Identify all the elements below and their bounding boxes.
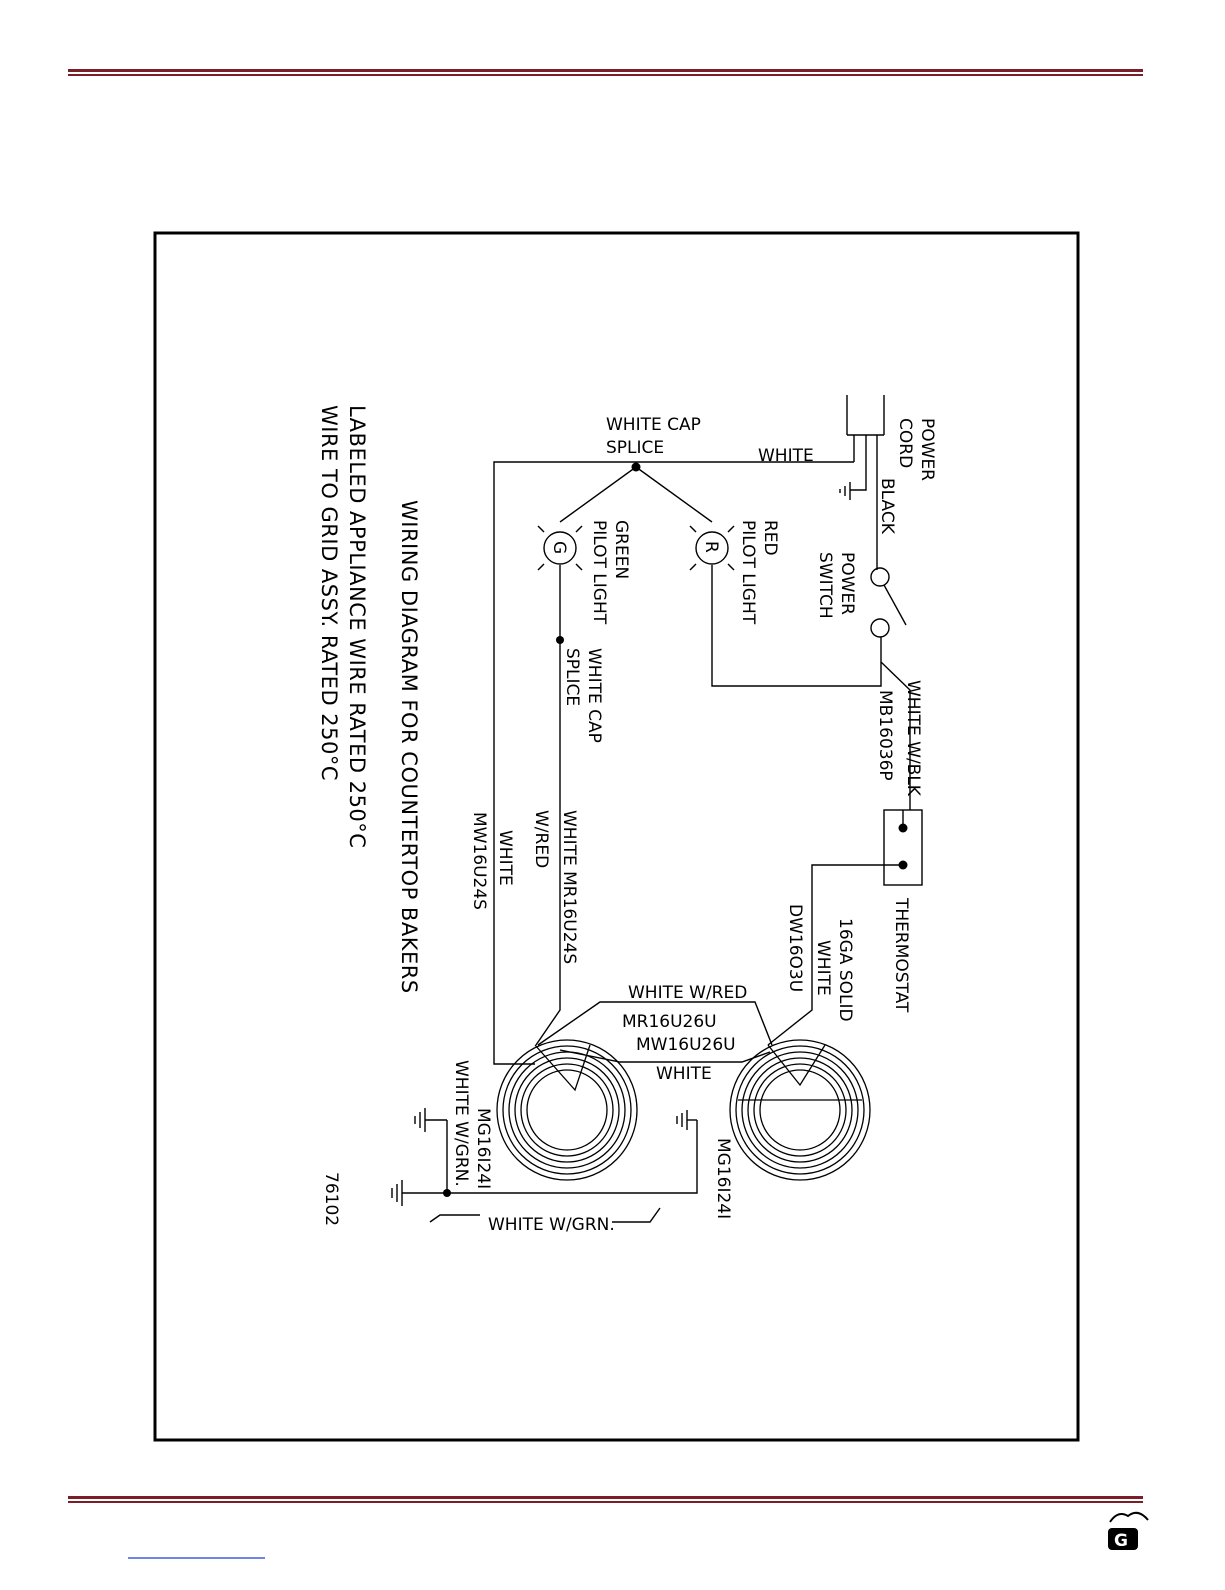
drawing-number: 76102 [321,1172,341,1226]
label-white-wblk: WHITE W/BLK [903,680,923,797]
switch-terminal-icon [870,618,890,638]
label-black: BLACK [877,478,897,535]
label-white-4: WHITE [495,830,515,886]
switch-terminal-icon [870,567,890,587]
red-pilot-light-icon: R [689,525,735,571]
diagram-title: WIRING DIAGRAM FOR COUNTERTOP BAKERS [397,500,421,994]
label-white-3: WHITE [813,940,833,996]
label-white-5: WHITE [656,1064,712,1084]
brand-logo-letter: G [1114,1531,1128,1551]
right-heating-coil-icon [729,1039,871,1181]
label-white-top: WHITE [758,446,814,466]
label-mg16i24i-2: MG16I24I [713,1138,733,1219]
label-red-2: PILOT LIGHT [738,520,758,625]
brand-logo-icon: G [1108,1511,1149,1551]
green-pilot-mark: G [549,541,569,554]
label-green-2: PILOT LIGHT [589,520,609,625]
red-pilot-mark: R [701,541,721,553]
diagram-note-1: LABELED APPLIANCE WIRE RATED 250°C [345,405,369,848]
label-mr16u26u: MR16U26U [622,1012,717,1032]
label-mw16u24s: MW16U24S [469,812,489,910]
label-16ga-solid: 16GA SOLID [835,918,855,1022]
label-green-1: GREEN [611,520,631,579]
label-power-switch-1: POWER [837,552,857,615]
label-red-1: RED [760,520,780,556]
label-mg16i24i-1: MG16I24I [473,1108,493,1189]
footer-rule [68,1496,1143,1503]
header-rule [68,69,1143,76]
label-white-wgrn-1: WHITE W/GRN. [451,1060,471,1187]
label-power: POWER [917,418,937,481]
label-splice-2: SPLICE [562,648,582,706]
green-pilot-light-icon: G [537,525,583,571]
wiring-lines [391,395,923,1223]
diagram-frame [153,231,1080,1442]
label-cord: CORD [895,418,915,468]
label-white-mr16u24s: WHITE MR16U24S [559,810,579,964]
label-white-cap-1: WHITE CAP [606,415,701,435]
label-mb16036p: MB16036P [875,690,895,781]
label-power-switch-2: SWITCH [815,552,835,619]
diagram-note-2: WIRE TO GRID ASSY. RATED 250°C [317,405,341,781]
label-mw16u26u: MW16U26U [636,1035,736,1055]
label-w-red: W/RED [531,810,551,868]
label-white-wred: WHITE W/RED [628,983,747,1003]
label-dw16o3u: DW16O3U [785,904,805,992]
label-white-cap-2: WHITE CAP [584,648,604,743]
junction-dots [443,462,908,1197]
label-white-wgrn-2: WHITE W/GRN. [488,1215,615,1235]
label-splice-1: SPLICE [606,438,664,458]
labels: POWER CORD BLACK POWER SWITCH WHITE WHIT… [317,405,937,1235]
left-heating-coil-icon [496,1039,638,1181]
label-thermostat: THERMOSTAT [891,897,911,1013]
